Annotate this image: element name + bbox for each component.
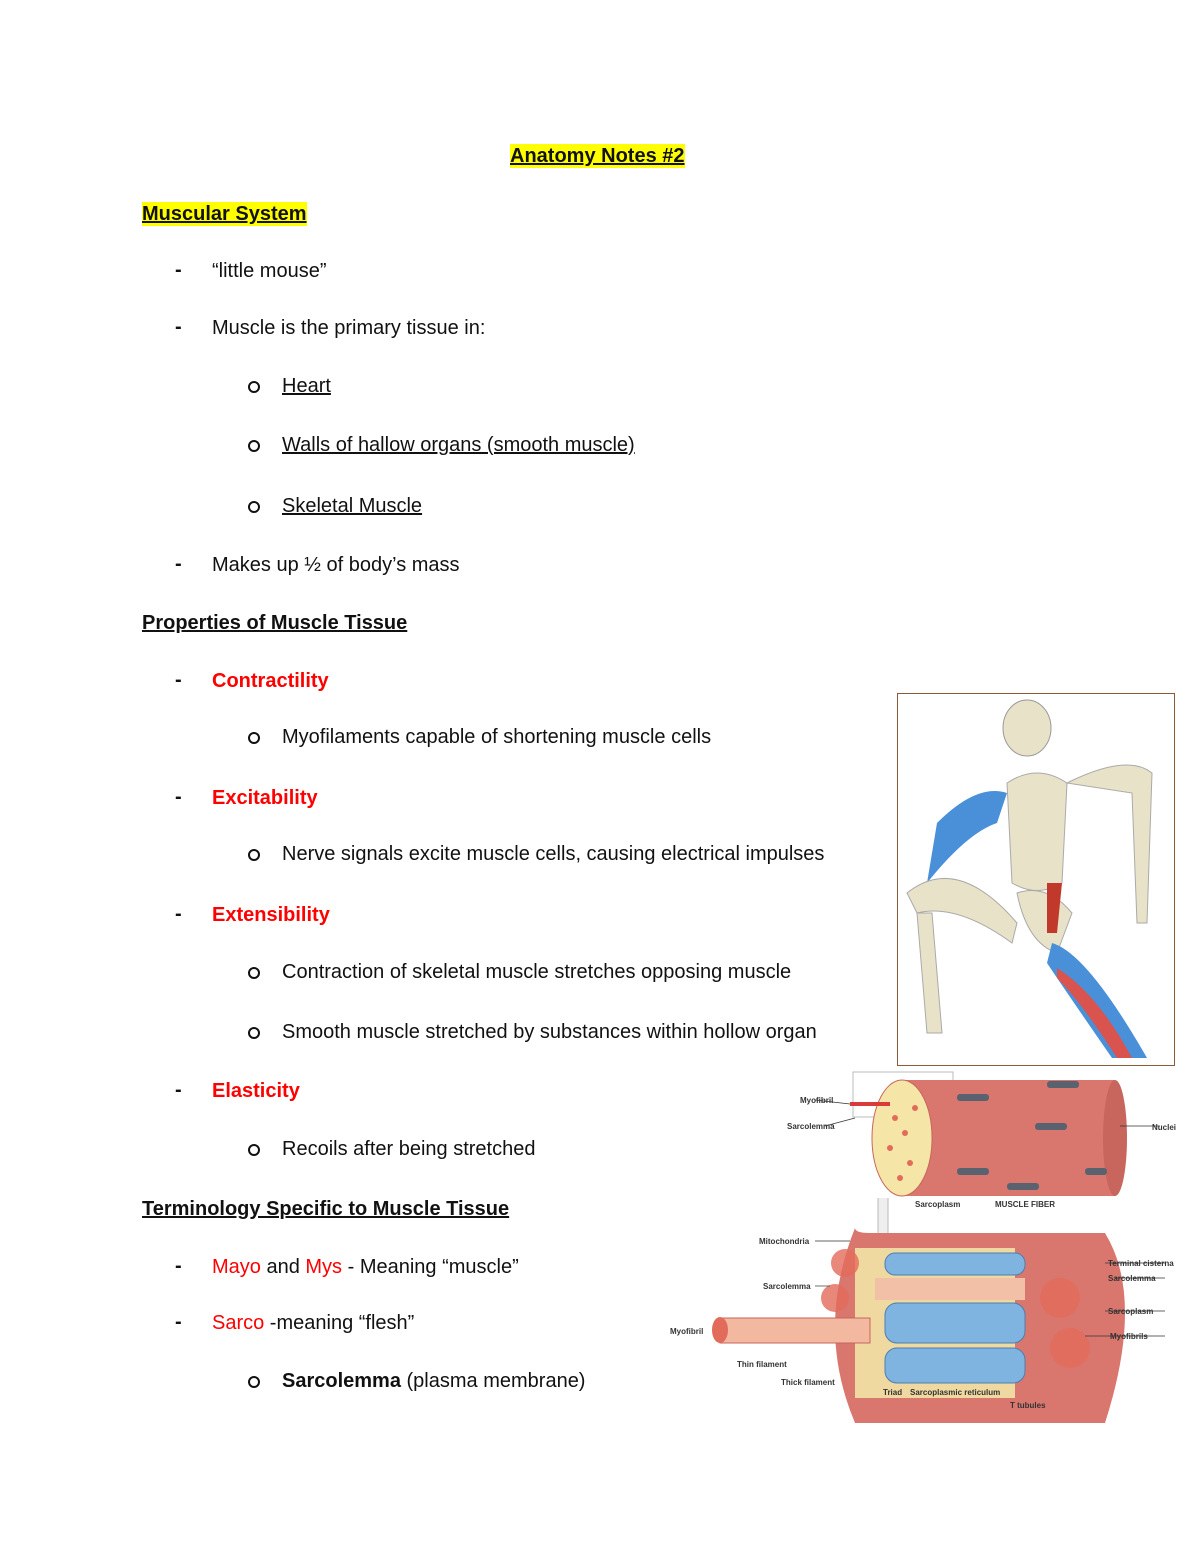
- muscle-fiber-diagram: Myofibril Sarcolemma Nuclei Sarcoplasm M…: [670, 1071, 1176, 1423]
- circle-bullet: [248, 381, 260, 393]
- dash-bullet: -: [175, 786, 182, 808]
- circle-bullet: [248, 1376, 260, 1388]
- text: -meaning “flesh”: [264, 1312, 415, 1334]
- circle-bullet: [248, 1144, 260, 1156]
- dash-bullet: -: [175, 316, 182, 338]
- list-item: Sarco -meaning “flesh”: [212, 1311, 414, 1335]
- term-mys: Mys: [305, 1256, 343, 1278]
- term-mayo: Mayo: [212, 1256, 261, 1278]
- page-title: Anatomy Notes #2: [510, 144, 685, 168]
- dash-bullet: -: [175, 1255, 182, 1277]
- heading-muscular-system: Muscular System: [142, 202, 307, 226]
- label-sarcolemma-top: Sarcolemma: [787, 1122, 835, 1131]
- term-sarco: Sarco: [212, 1312, 265, 1334]
- label-thick-filament: Thick filament: [781, 1378, 835, 1387]
- dash-bullet: -: [175, 1079, 182, 1101]
- label-thin-filament: Thin filament: [737, 1360, 787, 1369]
- sub-item: Walls of hallow organs (smooth muscle): [282, 434, 635, 456]
- text: (plasma membrane): [400, 1370, 586, 1392]
- circle-bullet: [248, 1027, 260, 1039]
- sub-item: Smooth muscle stretched by substances wi…: [282, 1021, 817, 1043]
- dash-bullet: -: [175, 553, 182, 575]
- dash-bullet: -: [175, 669, 182, 691]
- label-sarcolemma-right: Sarcolemma: [1108, 1274, 1156, 1283]
- label-myofibril-top: Myofibril: [800, 1096, 833, 1105]
- list-item: Mayo and Mys - Meaning “muscle”: [212, 1255, 519, 1279]
- dash-bullet: -: [175, 259, 182, 281]
- label-myofibrils: Myofibrils: [1110, 1332, 1148, 1341]
- circle-bullet: [248, 440, 260, 452]
- sub-item: Myofilaments capable of shortening muscl…: [282, 726, 712, 748]
- sub-item: Sarcolemma (plasma membrane): [282, 1369, 585, 1393]
- circle-bullet: [248, 501, 260, 513]
- heading-terminology: Terminology Specific to Muscle Tissue: [142, 1198, 510, 1220]
- sub-item: Nerve signals excite muscle cells, causi…: [282, 843, 825, 865]
- term-extensibility: Extensibility: [212, 904, 330, 926]
- term-sarcolemma: Sarcolemma: [282, 1370, 401, 1392]
- dash-bullet: -: [175, 903, 182, 925]
- circle-bullet: [248, 732, 260, 744]
- list-item: “little mouse”: [212, 260, 327, 282]
- skeleton-muscle-image: [897, 693, 1175, 1066]
- dash-bullet: -: [175, 1311, 182, 1333]
- circle-bullet: [248, 849, 260, 861]
- term-elasticity: Elasticity: [212, 1080, 300, 1102]
- text: - Meaning “muscle”: [342, 1256, 519, 1278]
- label-terminal-cisterna: Terminal cisterna: [1108, 1259, 1174, 1268]
- label-triad: Triad: [883, 1388, 902, 1397]
- label-muscle-fiber: MUSCLE FIBER: [995, 1200, 1055, 1209]
- label-myofibril-left: Myofibril: [670, 1327, 703, 1336]
- text: and: [260, 1256, 306, 1278]
- sub-item: Contraction of skeletal muscle stretches…: [282, 961, 792, 983]
- label-t-tubules: T tubules: [1010, 1401, 1046, 1410]
- circle-bullet: [248, 967, 260, 979]
- term-excitability: Excitability: [212, 787, 318, 809]
- label-sarcolemma-mid: Sarcolemma: [763, 1282, 811, 1291]
- term-contractility: Contractility: [212, 670, 329, 692]
- label-sarcoplasmic-reticulum: Sarcoplasmic reticulum: [910, 1388, 1000, 1397]
- label-mitochondria: Mitochondria: [759, 1237, 810, 1246]
- sub-item: Recoils after being stretched: [282, 1138, 536, 1160]
- list-item: Makes up ½ of body’s mass: [212, 554, 460, 576]
- heading-properties: Properties of Muscle Tissue: [142, 612, 408, 634]
- sub-item: Heart: [282, 375, 331, 397]
- sub-item: Skeletal Muscle: [282, 495, 423, 517]
- label-sarcoplasm-right: Sarcoplasm: [1108, 1307, 1153, 1316]
- label-sarcoplasm-top: Sarcoplasm: [915, 1200, 960, 1209]
- label-nuclei: Nuclei: [1152, 1123, 1176, 1132]
- list-item: Muscle is the primary tissue in:: [212, 317, 486, 339]
